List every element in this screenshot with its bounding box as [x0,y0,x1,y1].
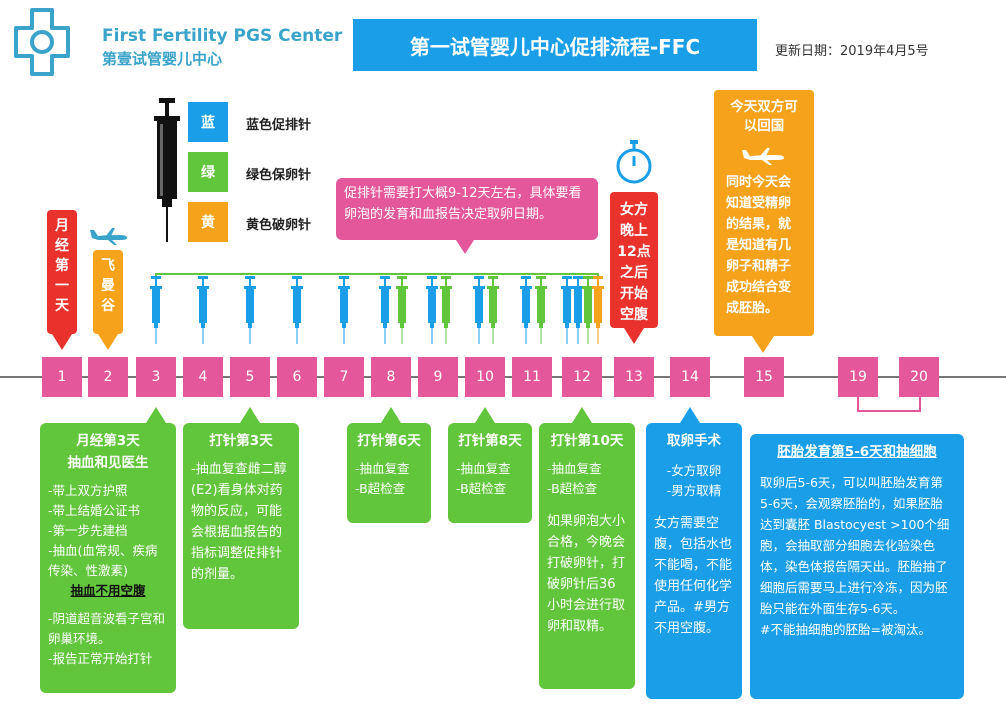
day-box-15: 15 [744,357,784,397]
day15-marker-body: 同时今天会知道受精卵的结果，就是知道有几卵子和精子成功结合变成胚胎。 [726,175,792,316]
card-egg-retrieval-item: -男方取精 [666,483,722,498]
card-embryo-development-body: 取卵后5-6天，可以叫胚胎发育第5-6天，会观察胚胎的，如果胚胎达到囊胚 Bla… [760,475,950,616]
card-injection-day6-item: -抽血复查 [355,461,410,476]
card-injection-day10-body: 如果卵泡大小合格，今晚会打破卵针，打破卵针后36小时会进行取卵和取精。 [547,514,626,634]
card-injection-day8-item: -抽血复查 [456,461,511,476]
day15-marker: 今天双方可以回国 同时今天会知道受精卵的结果，就是知道有几卵子和精子成功结合变成… [714,90,814,336]
card-injection-day10-title: 打针第10天 [550,433,624,449]
day2-marker: 飞曼谷 [93,250,123,334]
day1-marker: 月经第一天 [47,210,77,334]
day-box-6: 6 [277,357,317,397]
card-egg-retrieval-title: 取卵手术 [667,433,721,449]
card-egg-retrieval-item: -女方取卵 [666,463,722,478]
card-injection-day6-item: -B超检查 [355,481,406,496]
day15-marker-title: 今天双方可以回国 [730,99,798,134]
card-period-day3-item: -抽血(血常规、疾病传染、性激素) [48,543,158,578]
day-box-7: 7 [324,357,364,397]
day13-marker-text: 女方晚上12点之后开始空腹 [617,202,651,323]
card-embryo-development-title: 胚胎发育第5-6天和抽细胞 [777,444,937,460]
card-embryo-development-footer: #不能抽细胞的胚胎=被淘汰。 [760,622,931,637]
day-box-12: 12 [562,357,602,397]
card-period-day3-item: -带上结婚公证书 [48,503,141,518]
card-period-day3-item: -阴道超音波看子宫和卵巢环境。 [48,611,166,646]
day19-20-bracket [857,397,921,412]
legend-green-swatch: 绿 [188,152,228,192]
day-box-20: 20 [899,357,939,397]
syringe-icon [154,98,180,242]
day13-marker: 女方晚上12点之后开始空腹 [610,192,658,328]
day-box-11: 11 [512,357,552,397]
card-period-day3-item: -报告正常开始打针 [48,651,153,666]
logo-icon [14,8,70,76]
card-injection-day3-body: -抽血复查雌二醇(E2)看身体对药物的反应，可能会根据血报告的指标调整促排针的剂… [191,462,287,582]
airplane-icon [742,148,784,165]
legend-blue-swatch: 蓝 [188,102,228,142]
card-egg-retrieval-body: 女方需要空腹，包括水也不能喝，不能使用任何化学产品。#男方不用空腹。 [654,516,733,636]
card-period-day3-item: -第一步先建档 [48,523,128,538]
card-injection-day8-item: -B超检查 [456,481,507,496]
airplane-icon [90,228,127,245]
day2-marker-text: 飞曼谷 [101,258,115,314]
daily-syringes [150,276,604,344]
card-injection-day8: 打针第8天 -抽血复查 -B超检查 [448,423,532,523]
day-box-19: 19 [838,357,878,397]
day-box-14: 14 [670,357,710,397]
card-injection-day6: 打针第6天 -抽血复查 -B超检查 [347,423,431,523]
card-period-day3-emphasis: 抽血不用空腹 [70,583,146,598]
card-period-day3-title: 月经第3天 [76,433,140,449]
logo-english: First Fertility PGS Center [102,26,343,46]
card-period-day3-item: -带上双方护照 [48,483,128,498]
card-period-day3: 月经第3天 抽血和见医生 -带上双方护照 -带上结婚公证书 -第一步先建档 -抽… [40,423,176,693]
card-injection-day3: 打针第3天 -抽血复查雌二醇(E2)看身体对药物的反应，可能会根据血报告的指标调… [183,423,299,629]
card-injection-day8-title: 打针第8天 [458,433,522,449]
logo-chinese: 第壹试管婴儿中心 [102,50,223,68]
day1-marker-text: 月经第一天 [55,218,69,314]
legend-green-label: 绿色保卵针 [246,168,312,183]
card-injection-day10: 打针第10天 -抽血复查 -B超检查 如果卵泡大小合格，今晚会打破卵针，打破卵针… [539,423,635,689]
day-box-9: 9 [418,357,458,397]
legend-blue-label: 蓝色促排针 [246,118,312,133]
day-box-4: 4 [183,357,223,397]
card-embryo-development: 胚胎发育第5-6天和抽细胞 取卵后5-6天，可以叫胚胎发育第5-6天，会观察胚胎… [750,434,964,699]
day-box-13: 13 [614,357,654,397]
card-injection-day10-item: -抽血复查 [547,461,602,476]
day-box-10: 10 [465,357,505,397]
card-injection-day6-title: 打针第6天 [357,433,421,449]
card-egg-retrieval: 取卵手术 -女方取卵 -男方取精 女方需要空腹，包括水也不能喝，不能使用任何化学… [646,423,742,699]
card-injection-day3-title: 打针第3天 [209,433,273,449]
day-box-8: 8 [371,357,411,397]
legend-yellow-swatch: 黄 [188,202,228,242]
legend-yellow-label: 黄色破卵针 [246,218,312,233]
update-date: 更新日期：2019年4月5号 [775,44,929,59]
day-box-1: 1 [42,357,82,397]
stopwatch-icon [616,140,652,184]
day-box-2: 2 [88,357,128,397]
page-title: 第一试管婴儿中心促排流程-FFC [353,19,757,71]
card-period-day3-subtitle: 抽血和见医生 [67,455,149,471]
card-injection-day10-item: -B超检查 [547,481,598,496]
injection-note: 促排针需要打大概9-12天左右，具体要看卵泡的发育和血报告决定取卵日期。 [336,178,598,240]
day-box-5: 5 [230,357,270,397]
day-box-3: 3 [136,357,176,397]
